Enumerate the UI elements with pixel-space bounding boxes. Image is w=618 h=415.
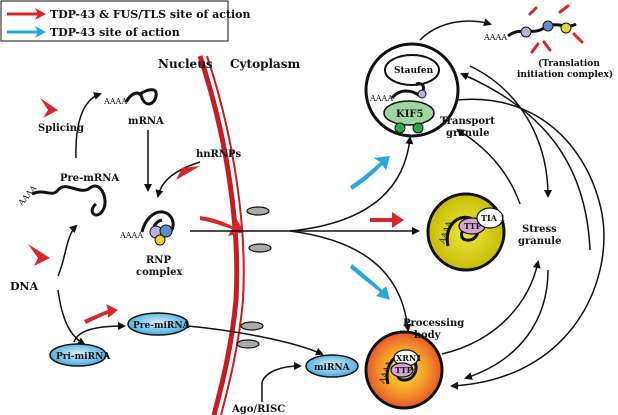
mrna-polya: AAAA [103, 97, 127, 106]
pre-mirna-red-arrow-icon [84, 304, 118, 324]
transport-to-translation-arrow [419, 18, 492, 41]
processing-label-line2: body [414, 330, 442, 341]
rnp-protein [154, 234, 166, 246]
pre-mrna-label: Pre-mRNA [60, 173, 119, 184]
translation-polya: AAAA [483, 33, 507, 42]
export-red-arrow-icon [200, 216, 244, 236]
pre-mirna-label: Pre-miRNA [133, 321, 191, 331]
legend-blue-label: TDP-43 site of action [50, 26, 180, 39]
legend-red-arrow-icon [7, 8, 46, 20]
transport-granule: Staufen AAAA KIF5 [364, 42, 460, 138]
processing-ttp-label: TTP [395, 365, 413, 375]
rnp-polya: AAAA [119, 231, 143, 240]
pri-mirna-label: Pri-miRNA [56, 352, 111, 362]
mirna-label: miRNA [314, 363, 351, 373]
translation-label-line2: initiation complex) [517, 69, 613, 80]
rnp-protein [159, 224, 173, 238]
stress-label-line2: granule [518, 236, 561, 247]
kif5-label: KIF5 [396, 109, 423, 120]
pre-mrna-strand [31, 184, 107, 217]
stress-granule: AAAA TTP TIA 1 [426, 192, 506, 272]
rnp-label-line1: RNP [146, 255, 171, 266]
hnrnps-label: hnRNPs [196, 149, 242, 160]
processing-body: AAAA XRN1 TTP [364, 330, 444, 410]
rnp-label-line2: complex [136, 267, 183, 278]
splicing-arrow [75, 92, 102, 159]
dna-to-pri-mirna-arrow [57, 289, 86, 345]
mrna-label: mRNA [128, 116, 164, 127]
tia1-label: TIA 1 [481, 213, 505, 223]
splicing-red-arrow-icon [40, 98, 58, 118]
nuclear-pore [246, 206, 270, 216]
legend: TDP-43 & FUS/TLS site of action TDP-43 s… [0, 0, 251, 42]
dna-red-arrow-icon [28, 244, 50, 266]
staufen-label: Staufen [394, 66, 434, 76]
hnrnps-red-arrow-icon [176, 166, 200, 180]
pri-mirna-node: Pri-miRNA [49, 343, 111, 367]
transport-blue-arrow-icon [350, 156, 390, 190]
nuclear-membrane [197, 55, 272, 415]
pre-mirna-to-mirna-arrow [187, 325, 324, 356]
processing-blue-arrow-icon [350, 264, 390, 300]
stress-ttp-label: TTP [464, 221, 482, 231]
translation-complex: AAAA [483, 4, 584, 54]
transport-label-line2: granule [446, 128, 489, 139]
nuclear-pore [240, 321, 264, 331]
xrn1-label: XRN1 [396, 353, 422, 363]
cytoplasm-label: Cytoplasm [230, 57, 301, 71]
ago-risc-arrow [261, 362, 302, 383]
nuclear-pore [236, 339, 260, 349]
pre-mirna-node: Pre-miRNA [127, 312, 191, 336]
legend-blue-arrow-icon [7, 26, 46, 38]
stress-red-arrow-icon [370, 212, 404, 228]
pri-to-pre-mirna-arrow [73, 322, 126, 343]
nucleus-label: Nucleus [158, 57, 213, 71]
hnrnps-arrow [155, 161, 201, 198]
splicing-label: Splicing [38, 123, 84, 134]
mirna-node: miRNA [305, 354, 359, 378]
legend-red-label: TDP-43 & FUS/TLS site of action [50, 8, 251, 21]
processing-label-line1: Processing [403, 318, 464, 329]
transport-label-line1: Transport [440, 116, 495, 127]
stress-label-line1: Stress [522, 224, 557, 235]
dna-to-pre-mrna-arrow [57, 224, 78, 277]
nuclear-pore [248, 243, 272, 253]
pre-mrna-polya: AAAA [16, 184, 39, 208]
mrna-strand [124, 88, 158, 106]
granule-exchange-arrows [441, 65, 605, 390]
dna-label: DNA [10, 280, 39, 293]
ago-risc-label: Ago/RISC [231, 404, 285, 415]
translation-label-line1: (Translation [538, 58, 600, 69]
export-branch-arrows [190, 136, 420, 332]
transport-polya: AAAA [369, 94, 393, 103]
